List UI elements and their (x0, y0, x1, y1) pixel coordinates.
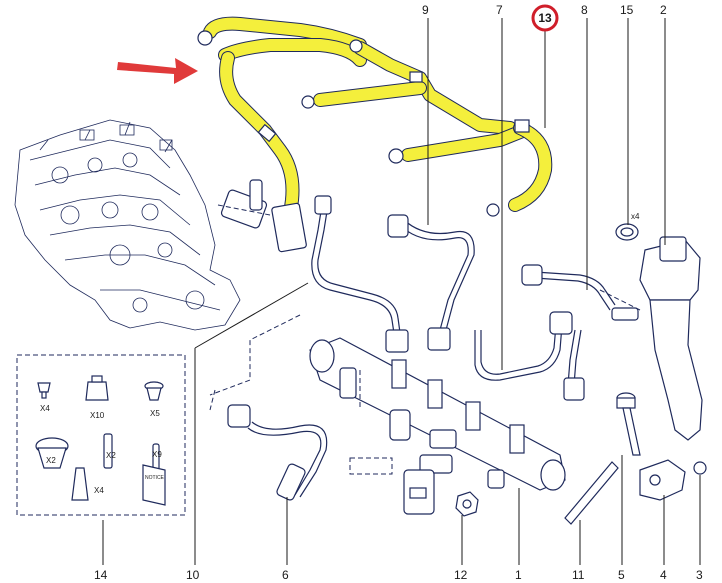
return-hose-connector (220, 179, 307, 253)
callout-7: 7 (496, 3, 503, 17)
kit-label-x5: X5 (150, 409, 160, 418)
kit-label-x9: X9 (152, 450, 162, 459)
kit-label-x4-b: X4 (94, 486, 104, 495)
kit-item-plug (144, 381, 164, 401)
kit-item-nozzle-cap (71, 467, 89, 501)
high-pressure-pipe-8 (521, 264, 616, 401)
callout-13: 13 (538, 11, 552, 25)
high-pressure-pipe-10 (311, 195, 409, 353)
callout-14: 14 (94, 568, 108, 582)
callout-6: 6 (282, 568, 289, 582)
seal-ring: x4 (615, 212, 640, 241)
injector-clamp (639, 459, 686, 501)
kit-notice-label: NOTICE (145, 475, 165, 481)
callout-8: 8 (581, 3, 588, 17)
callout-4: 4 (660, 568, 667, 582)
injector (611, 236, 707, 475)
kit-item-cap (85, 375, 109, 401)
seal-quantity: x4 (631, 212, 640, 221)
fuel-rail (309, 337, 566, 491)
bolt (616, 392, 641, 456)
callout-5: 5 (618, 568, 625, 582)
nut (455, 491, 479, 517)
callout-3: 3 (696, 568, 703, 582)
callout-labels: 9 7 8 15 2 10 6 12 1 11 5 4 3 14 (94, 3, 703, 582)
high-pressure-pipe-9 (387, 214, 475, 351)
callout-11: 11 (572, 568, 585, 582)
callout-10: 10 (186, 568, 200, 582)
high-pressure-pipe-7 (474, 311, 573, 381)
kit-label-x4-a: X4 (40, 404, 50, 413)
callout-15: 15 (620, 3, 634, 17)
return-hose-harness (197, 16, 553, 222)
callout-leaders (102, 18, 701, 565)
kit-item-clip-small (37, 382, 51, 399)
kit-item-large-cap (35, 437, 69, 469)
kit-label-x2-a: X2 (46, 456, 56, 465)
callout-2: 2 (660, 3, 667, 17)
high-pressure-pipe-6 (227, 404, 328, 501)
callout-1: 1 (515, 568, 522, 582)
callout-13-badge: 13 (531, 4, 559, 32)
callout-9: 9 (422, 3, 429, 17)
kit-item-sleeve (103, 433, 113, 469)
kit-label-x10: X10 (90, 411, 105, 420)
kit-label-x2-b: X2 (106, 451, 116, 460)
stud (564, 461, 619, 525)
engine-block-illustration (14, 119, 241, 331)
callout-12: 12 (454, 568, 468, 582)
assembly-guides (209, 204, 641, 475)
rail-pressure-sensor (403, 454, 453, 515)
kit-item-notice-booklet: NOTICE (142, 464, 166, 506)
small-parts-kit: X4 X10 X5 X2 X2 X9 X4 NOT (16, 354, 186, 516)
pointer-arrow-icon (117, 58, 198, 84)
